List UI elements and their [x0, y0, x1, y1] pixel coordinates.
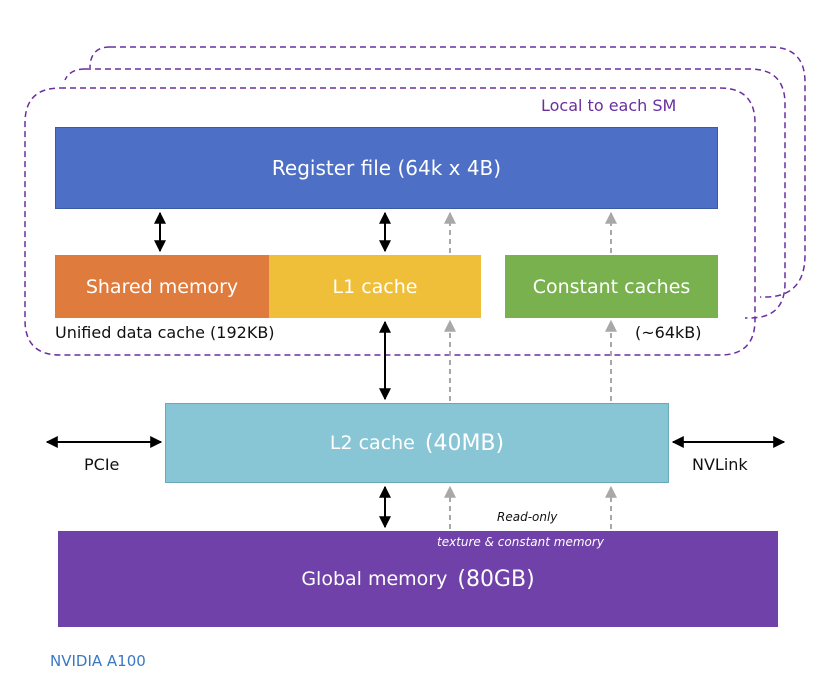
constant-caches-label: Constant caches — [532, 275, 691, 298]
global-memory-block: Global memory (80GB) — [58, 531, 778, 627]
sm-outline-back-left — [89, 46, 111, 69]
sm-outline-front — [24, 87, 756, 356]
figure-caption: NVIDIA A100 — [50, 652, 146, 670]
sm-outline-middle-left — [64, 68, 86, 81]
shared-memory-block: Shared memory — [55, 255, 269, 318]
shared-memory-label: Shared memory — [85, 275, 239, 298]
unified-cache-label: Unified data cache (192KB) — [55, 323, 275, 342]
sm-scope-label: Local to each SM — [541, 96, 677, 115]
constant-cache-size-label: (~64kB) — [635, 323, 702, 342]
register-file-block: Register file (64k x 4B) — [55, 127, 718, 209]
global-memory-label: Global memory — [301, 568, 448, 590]
nvlink-label: NVLink — [692, 455, 748, 474]
texture-constant-memory-label: texture & constant memory — [437, 535, 604, 549]
register-file-label: Register file (64k x 4B) — [271, 156, 502, 180]
l1-cache-label: L1 cache — [332, 275, 418, 298]
l1-cache-block: L1 cache — [269, 255, 481, 318]
pcie-label: PCIe — [84, 455, 120, 474]
constant-caches-block: Constant caches — [505, 255, 718, 318]
l2-cache-label: L2 cache — [329, 432, 415, 454]
sm-outline-middle — [85, 68, 786, 319]
global-memory-size: (80GB) — [457, 566, 535, 592]
read-only-label: Read-only — [497, 510, 558, 524]
l2-cache-size: (40MB) — [424, 430, 505, 456]
l2-cache-block: L2 cache (40MB) — [165, 403, 669, 483]
sm-outline-back — [110, 46, 806, 298]
